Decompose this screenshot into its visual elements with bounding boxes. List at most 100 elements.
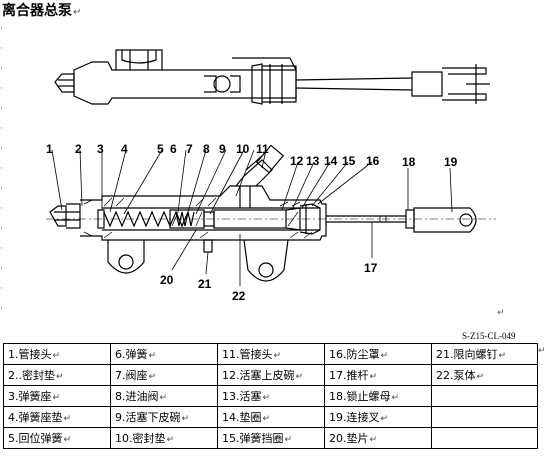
- callout-labels: 1 2 3 4 5 6 7 8 9 10 11 12 13 14 15 16 1…: [46, 142, 458, 303]
- cell-end-mark-icon: ↵: [63, 414, 72, 424]
- part-label: 2..密封垫: [8, 369, 55, 382]
- row-end-mark-icon: ↵: [538, 346, 546, 356]
- callout-16: 16: [366, 154, 380, 168]
- parts-legend-table: 1.管接头↵6.弹簧↵11.管接头↵16.防尘罩↵21.限向螺钉↵2..密封垫↵…: [3, 343, 538, 449]
- part-label: 1.管接头: [8, 348, 52, 361]
- callout-15: 15: [342, 154, 356, 168]
- legend-cell: 22.泵体↵: [431, 364, 538, 386]
- cell-end-mark-icon: ↵: [262, 414, 271, 424]
- cell-end-mark-icon: ↵: [380, 414, 389, 424]
- callout-8: 8: [203, 142, 210, 156]
- cell-end-mark-icon: ↵: [498, 351, 507, 361]
- callout-20: 20: [160, 273, 174, 287]
- legend-cell: 6.弹簧↵: [110, 343, 218, 365]
- callout-9: 9: [219, 142, 226, 156]
- legend-cell: 8.进油阀↵: [110, 385, 218, 407]
- cell-end-mark-icon: ↵: [148, 372, 157, 382]
- legend-cell: 12.活塞上皮碗↵: [217, 364, 325, 386]
- part-label: 10.密封垫: [115, 432, 166, 445]
- legend-cell: 13.活塞↵: [217, 385, 325, 407]
- cell-end-mark-icon: ↵: [166, 435, 175, 445]
- part-label: 16.防尘罩: [329, 348, 380, 361]
- cell-end-mark-icon: ↵: [380, 351, 389, 361]
- part-label: 12.活塞上皮碗: [222, 369, 295, 382]
- callout-22: 22: [232, 289, 246, 303]
- callout-2: 2: [75, 142, 82, 156]
- legend-cell: 14.垫圈↵: [217, 406, 325, 428]
- margin-marks: ··· ··· ··· ··· ···: [0, 24, 3, 314]
- cell-end-mark-icon: ↵: [369, 435, 378, 445]
- callout-13: 13: [306, 154, 320, 168]
- cell-end-mark-icon: ↵: [181, 414, 190, 424]
- legend-cell: [431, 406, 538, 428]
- part-label: 6.弹簧: [115, 348, 148, 361]
- legend-cell: 7.阀座↵: [110, 364, 218, 386]
- part-label: 7.阀座: [115, 369, 148, 382]
- part-label: 18.锁止螺母: [329, 390, 391, 403]
- callout-10: 10: [236, 142, 250, 156]
- cell-end-mark-icon: ↵: [369, 372, 378, 382]
- legend-cell: 10.密封垫↵: [110, 427, 218, 449]
- part-label: 15.弹簧挡圈: [222, 432, 284, 445]
- legend-cell: 4.弹簧座垫↵: [3, 406, 111, 428]
- callout-1: 1: [46, 142, 53, 156]
- callout-18: 18: [402, 155, 416, 169]
- part-label: 11.管接头: [222, 348, 273, 361]
- section-view: [46, 144, 496, 286]
- legend-cell: 11.管接头↵: [217, 343, 325, 365]
- legend-cell: 19.连接叉↵: [324, 406, 432, 428]
- cell-end-mark-icon: ↵: [273, 351, 282, 361]
- callout-12: 12: [290, 154, 304, 168]
- part-label: 17.推杆: [329, 369, 369, 382]
- cell-end-mark-icon: ↵: [391, 393, 400, 403]
- callout-11: 11: [256, 142, 269, 156]
- cell-end-mark-icon: ↵: [63, 435, 72, 445]
- legend-cell: 9.活塞下皮碗↵: [110, 406, 218, 428]
- paragraph-mark-icon: ↵: [73, 7, 82, 18]
- cell-end-mark-icon: ↵: [52, 393, 61, 403]
- part-label: 9.活塞下皮碗: [115, 411, 181, 424]
- legend-row: 5.回位弹簧↵10.密封垫↵15.弹簧挡圈↵20.垫片↵: [3, 427, 538, 449]
- legend-cell: 18.锁止螺母↵: [324, 385, 432, 407]
- cell-end-mark-icon: ↵: [295, 372, 304, 382]
- legend-row: 3.弹簧座↵8.进油阀↵13.活塞↵18.锁止螺母↵: [3, 385, 538, 407]
- legend-cell: 2..密封垫↵: [3, 364, 111, 386]
- part-label: 4.弹簧座垫: [8, 411, 63, 424]
- callout-4: 4: [121, 142, 128, 156]
- legend-row: 2..密封垫↵7.阀座↵12.活塞上皮碗↵17.推杆↵22.泵体↵: [3, 364, 538, 386]
- figure-reference: S-Z15-CL-049: [462, 331, 516, 341]
- legend-cell: 1.管接头↵: [3, 343, 111, 365]
- callout-21: 21: [198, 277, 212, 291]
- callout-17: 17: [364, 261, 378, 275]
- part-label: 19.连接叉: [329, 411, 380, 424]
- cell-end-mark-icon: ↵: [262, 393, 271, 403]
- part-label: 5.回位弹簧: [8, 432, 63, 445]
- legend-cell: 16.防尘罩↵: [324, 343, 432, 365]
- part-label: 8.进油阀: [115, 390, 159, 403]
- part-label: 21.限向螺钉: [436, 348, 498, 361]
- legend-cell: 17.推杆↵: [324, 364, 432, 386]
- callout-7: 7: [186, 142, 193, 156]
- part-label: 20.垫片: [329, 432, 369, 445]
- legend-cell: 20.垫片↵: [324, 427, 432, 449]
- part-label: 14.垫圈: [222, 411, 262, 424]
- legend-row: 4.弹簧座垫↵9.活塞下皮碗↵14.垫圈↵19.连接叉↵: [3, 406, 538, 428]
- part-label: 22.泵体: [436, 369, 476, 382]
- legend-cell: 15.弹簧挡圈↵: [217, 427, 325, 449]
- page-title: 离合器总泵↵: [2, 3, 82, 19]
- callout-14: 14: [324, 154, 338, 168]
- cell-end-mark-icon: ↵: [52, 351, 61, 361]
- part-label: 13.活塞: [222, 390, 262, 403]
- callout-19: 19: [444, 155, 458, 169]
- part-label: 3.弹簧座: [8, 390, 52, 403]
- legend-cell: 5.回位弹簧↵: [3, 427, 111, 449]
- cell-end-mark-icon: ↵: [148, 351, 157, 361]
- clutch-master-cylinder-drawing: 1 2 3 4 5 6 7 8 9 10 11 12 13 14 15 16 1…: [46, 49, 496, 303]
- callout-3: 3: [97, 142, 104, 156]
- legend-cell: 21.限向螺钉↵: [431, 343, 538, 365]
- external-view: [54, 49, 490, 105]
- cell-end-mark-icon: ↵: [56, 372, 64, 382]
- cell-end-mark-icon: ↵: [284, 435, 293, 445]
- legend-row: 1.管接头↵6.弹簧↵11.管接头↵16.防尘罩↵21.限向螺钉↵: [3, 343, 538, 365]
- callout-5: 5: [157, 142, 164, 156]
